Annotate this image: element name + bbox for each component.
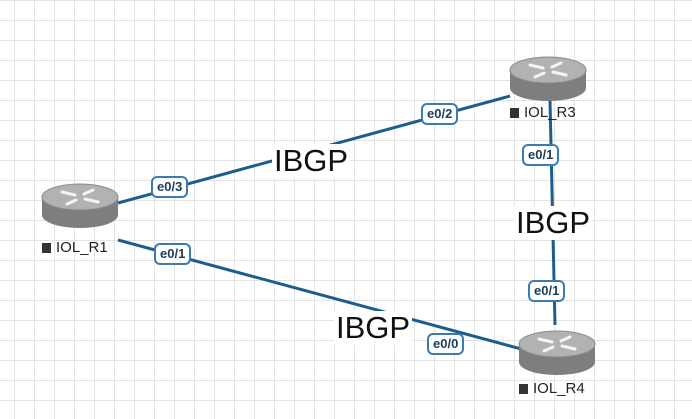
router-icon[interactable] xyxy=(517,325,597,381)
interface-label[interactable]: e0/1 xyxy=(154,243,192,265)
router-name: IOL_R4 xyxy=(533,380,585,397)
link-label-r1-r3: IBGP xyxy=(272,143,351,178)
interface-label[interactable]: e0/0 xyxy=(427,333,465,355)
interface-label[interactable]: e0/1 xyxy=(522,144,560,166)
interface-label[interactable]: e0/1 xyxy=(528,280,566,302)
node-status-icon xyxy=(42,242,51,253)
router-label-r1[interactable]: IOL_R1 xyxy=(42,239,108,256)
router-label-r4[interactable]: IOL_R4 xyxy=(519,380,585,397)
interface-label[interactable]: e0/3 xyxy=(151,176,189,198)
link-label-r3-r4: IBGP xyxy=(514,205,593,240)
router-icon[interactable] xyxy=(508,51,588,107)
router-icon[interactable] xyxy=(40,178,120,234)
node-status-icon xyxy=(519,383,528,394)
link-label-r1-r4: IBGP xyxy=(334,310,413,345)
router-name: IOL_R1 xyxy=(56,239,108,256)
node-status-icon xyxy=(510,107,519,118)
router-name: IOL_R3 xyxy=(524,104,576,121)
router-label-r3[interactable]: IOL_R3 xyxy=(510,104,576,121)
interface-label[interactable]: e0/2 xyxy=(421,103,459,125)
